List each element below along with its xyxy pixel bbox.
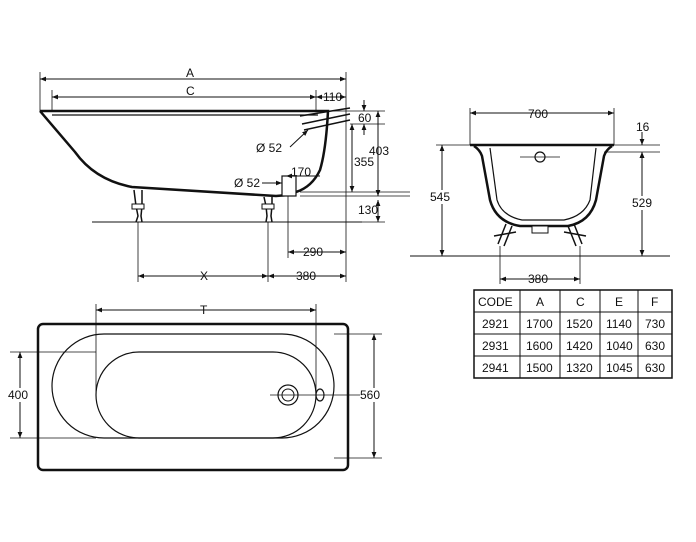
table-cell: 1420 <box>566 339 593 353</box>
table-cell: 1520 <box>566 317 593 331</box>
dim-355-label: 355 <box>354 155 374 169</box>
table-cell: 2931 <box>482 339 509 353</box>
table-cell: 2941 <box>482 361 509 375</box>
top-outer-rim <box>36 322 350 472</box>
dim-529-label: 529 <box>632 196 652 210</box>
dim-545-label: 545 <box>430 190 450 204</box>
side-leg-left <box>131 189 145 223</box>
top-view: T 400 560 <box>6 303 386 472</box>
dim-T-label: T <box>200 303 208 317</box>
end-view: 700 16 529 545 380 <box>410 107 670 286</box>
side-drain-pipe <box>281 175 297 197</box>
dim-400-label: 400 <box>8 388 28 402</box>
dim-380-side-label: 380 <box>296 269 316 283</box>
side-leg-right <box>261 196 275 223</box>
table-cell: 1600 <box>526 339 553 353</box>
table-cell: 730 <box>645 317 665 331</box>
end-leg-right <box>563 223 587 247</box>
dim-C-label: C <box>186 84 195 98</box>
table-header-a: A <box>536 295 544 309</box>
side-view: A C 110 60 355 403 130 Ø 52 Ø 52 <box>39 66 410 283</box>
table-cell: 1700 <box>526 317 553 331</box>
table-header-code: CODE <box>478 295 513 309</box>
side-tub-outline <box>39 109 330 198</box>
table-cell: 1040 <box>606 339 633 353</box>
side-overflow-pipe <box>299 107 351 131</box>
table-cell: 1500 <box>526 361 553 375</box>
table-header-e: E <box>615 295 623 309</box>
dim-A-label: A <box>186 66 194 80</box>
table-header-f: F <box>651 295 658 309</box>
table-cell: 1140 <box>606 317 632 331</box>
dim-130-label: 130 <box>358 203 378 217</box>
table-header-c: C <box>576 295 585 309</box>
dim-phi52-upper-label: Ø 52 <box>256 141 282 155</box>
table-cell: 630 <box>645 361 665 375</box>
table-cell: 1320 <box>566 361 593 375</box>
end-tub-inner <box>489 147 597 221</box>
dim-290-label: 290 <box>303 245 323 259</box>
dim-560-label: 560 <box>360 388 380 402</box>
dim-16-label: 16 <box>636 120 650 134</box>
end-drain <box>531 225 549 234</box>
dim-700-label: 700 <box>528 107 548 121</box>
table-cell: 630 <box>645 339 665 353</box>
end-leg-left <box>493 223 517 247</box>
dim-110-label: 110 <box>323 90 342 104</box>
dim-403-label: 403 <box>369 144 389 158</box>
dimensions-table: CODE A C E F 2921 1700 1520 1140 730 293… <box>473 289 673 379</box>
table-cell: 1045 <box>606 361 633 375</box>
dim-380-end-label: 380 <box>528 272 548 286</box>
dim-170-label: 170 <box>291 165 311 179</box>
table-cell: 2921 <box>482 317 509 331</box>
dim-60-label: 60 <box>358 111 372 125</box>
dim-phi52-lower-label: Ø 52 <box>234 176 260 190</box>
dim-X-label: X <box>200 269 208 283</box>
